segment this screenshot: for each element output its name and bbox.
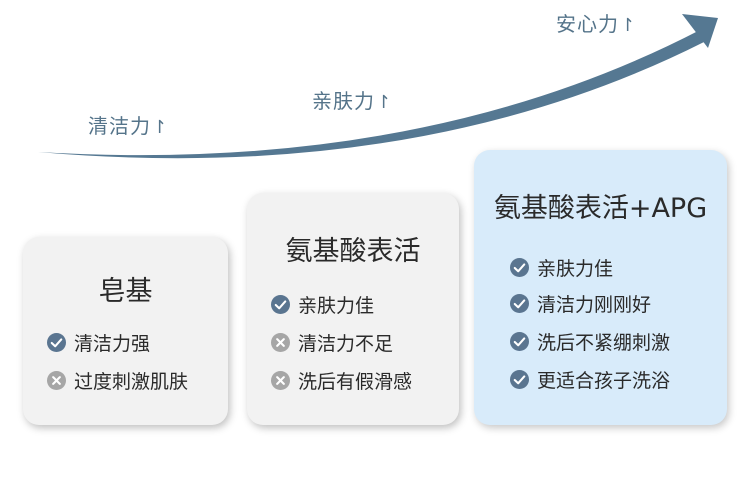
level-label-text: 清洁力 xyxy=(88,114,151,138)
cross-icon xyxy=(47,371,66,390)
level-label-text: 亲肤力 xyxy=(312,89,375,113)
card-title: 氨基酸表活 xyxy=(285,236,421,267)
card-amino-acid: 氨基酸表活 亲肤力佳 清洁力不足 洗后有假滑感 xyxy=(247,193,459,425)
card-amino-acid-apg: 氨基酸表活+APG 亲肤力佳 清洁力刚刚好 洗后不紧绷刺激 更适合孩子洗浴 xyxy=(474,150,727,425)
check-icon xyxy=(510,258,529,277)
up-arrow-icon: ↾ xyxy=(376,92,393,113)
feature-item: 洗后不紧绷刺激 xyxy=(510,328,670,355)
check-icon xyxy=(510,294,529,313)
level-label-skin: 亲肤力↾ xyxy=(312,85,392,114)
feature-text: 亲肤力佳 xyxy=(298,295,375,317)
feature-text: 清洁力不足 xyxy=(298,333,394,355)
feature-text: 亲肤力佳 xyxy=(537,258,614,280)
check-icon xyxy=(510,332,529,351)
feature-item: 清洁力强 xyxy=(47,329,150,356)
feature-text: 洗后有假滑感 xyxy=(298,371,413,393)
feature-text: 清洁力刚刚好 xyxy=(537,294,652,316)
growth-arrow-head xyxy=(682,14,718,48)
check-icon xyxy=(510,370,529,389)
check-icon xyxy=(47,333,66,352)
feature-text: 清洁力强 xyxy=(74,333,151,355)
cross-icon xyxy=(271,371,290,390)
feature-text: 过度刺激肌肤 xyxy=(74,371,189,393)
check-icon xyxy=(271,295,290,314)
feature-item: 亲肤力佳 xyxy=(271,291,374,318)
feature-item: 亲肤力佳 xyxy=(510,254,613,281)
card-title: 皂基 xyxy=(98,276,153,307)
level-label-text: 安心力 xyxy=(556,12,619,36)
level-label-cleaning: 清洁力↾ xyxy=(88,110,168,139)
up-arrow-icon: ↾ xyxy=(152,117,169,138)
card-soap-base: 皂基 清洁力强 过度刺激肌肤 xyxy=(23,237,228,425)
feature-text: 洗后不紧绷刺激 xyxy=(537,332,671,354)
level-label-safety: 安心力↾ xyxy=(556,8,636,37)
feature-item: 清洁力不足 xyxy=(271,329,393,356)
feature-item: 更适合孩子洗浴 xyxy=(510,366,670,393)
up-arrow-icon: ↾ xyxy=(620,15,637,36)
feature-item: 过度刺激肌肤 xyxy=(47,367,188,394)
feature-text: 更适合孩子洗浴 xyxy=(537,370,671,392)
card-title: 氨基酸表活+APG xyxy=(493,193,708,224)
growth-arrow-body xyxy=(38,30,704,159)
feature-item: 洗后有假滑感 xyxy=(271,367,412,394)
feature-item: 清洁力刚刚好 xyxy=(510,290,651,317)
cross-icon xyxy=(271,333,290,352)
